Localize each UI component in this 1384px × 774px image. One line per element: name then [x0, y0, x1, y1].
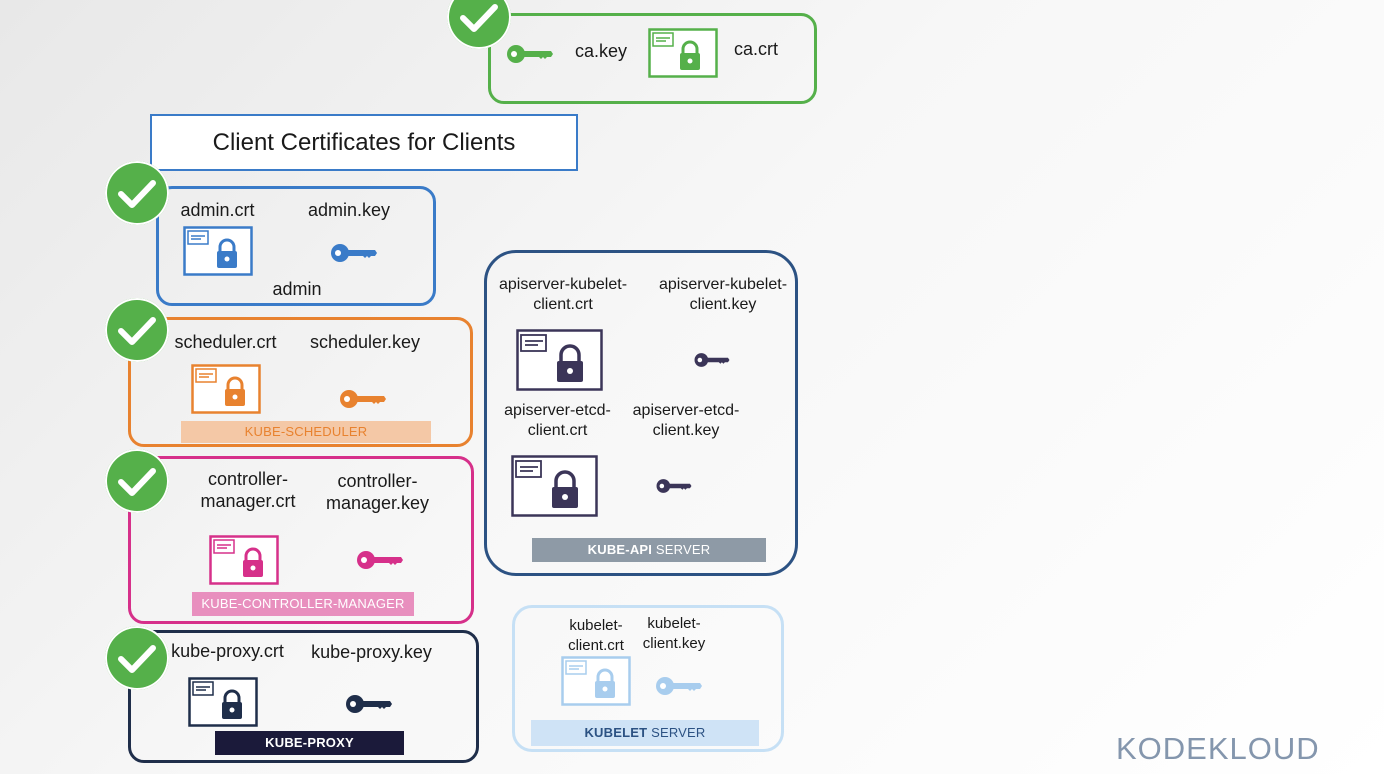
admin-check-icon: [105, 161, 169, 225]
controller-manager-box: [128, 456, 474, 624]
proxy-crt-label: kube-proxy.crt: [171, 641, 284, 661]
api-etcd-certificate-icon: [511, 455, 598, 517]
ca-check-icon: [447, 0, 511, 49]
controller-crt-label: controller- manager.crt: [200, 469, 296, 511]
controller-certificate-icon: [209, 535, 279, 585]
kubelet-bar-rest: SERVER: [647, 725, 706, 740]
page-title: Client Certificates for Clients: [212, 129, 516, 156]
proxy-key-icon: [346, 695, 392, 713]
ca-key-icon: [507, 45, 553, 63]
kube-proxy-box: [128, 630, 479, 763]
kubelet-crt-label: kubelet- client.crt: [568, 617, 624, 654]
kubelet-certificate-icon: [561, 656, 631, 706]
ca-key-label: ca.key: [574, 41, 628, 61]
scheduler-key-label: scheduler.key: [309, 332, 421, 352]
kube-api-bar-rest: SERVER: [652, 542, 711, 557]
api-etcd-key-label: apiserver-etcd- client.key: [632, 402, 740, 439]
controller-bar: KUBE-CONTROLLER-MANAGER: [192, 592, 414, 616]
scheduler-box: [128, 317, 473, 447]
api-kubelet-key-icon: [694, 353, 730, 367]
kubelet-key-icon: [656, 677, 702, 695]
admin-box: [156, 186, 436, 306]
api-kubelet-certificate-icon: [516, 329, 603, 391]
kodekloud-logo: KODEKLOUD: [1116, 731, 1320, 766]
proxy-key-label: kube-proxy.key: [311, 642, 432, 662]
scheduler-crt-label: scheduler.crt: [174, 332, 277, 352]
kube-api-server-box: [484, 250, 798, 576]
controller-key-icon: [357, 551, 403, 569]
controller-key-label: controller- manager.key: [325, 471, 430, 513]
kubelet-key-label: kubelet- client.key: [642, 615, 706, 652]
scheduler-certificate-icon: [191, 364, 261, 414]
ca-certificate-icon: [648, 28, 718, 78]
scheduler-key-icon: [340, 390, 386, 408]
proxy-check-icon: [105, 626, 169, 690]
admin-crt-label: admin.crt: [180, 200, 255, 220]
admin-certificate-icon: [183, 226, 253, 276]
proxy-certificate-icon: [188, 677, 258, 727]
api-etcd-crt-label: apiserver-etcd- client.crt: [504, 402, 611, 439]
scheduler-check-icon: [105, 298, 169, 362]
admin-key-icon: [331, 244, 377, 262]
proxy-bar: KUBE-PROXY: [215, 731, 404, 755]
scheduler-bar: KUBE-SCHEDULER: [181, 421, 431, 443]
api-kubelet-crt-label: apiserver-kubelet- client.crt: [498, 276, 628, 313]
kube-api-bar: KUBE-API SERVER: [532, 538, 766, 562]
kubelet-server-box: [512, 605, 784, 752]
ca-box: [488, 13, 817, 104]
kubelet-bar-bold: KUBELET: [584, 725, 648, 740]
svg-text:KODEKLOUD: KODEKLOUD: [1116, 731, 1320, 766]
kube-api-bar-bold: KUBE-API: [587, 542, 653, 557]
kubelet-bar: KUBELET SERVER: [531, 720, 759, 746]
api-etcd-key-icon: [656, 479, 692, 493]
admin-name-label: admin: [272, 279, 322, 299]
api-kubelet-key-label: apiserver-kubelet- client.key: [658, 276, 788, 313]
title-box: [150, 114, 578, 171]
admin-key-label: admin.key: [307, 200, 391, 220]
controller-check-icon: [105, 449, 169, 513]
ca-crt-label: ca.crt: [733, 39, 778, 59]
